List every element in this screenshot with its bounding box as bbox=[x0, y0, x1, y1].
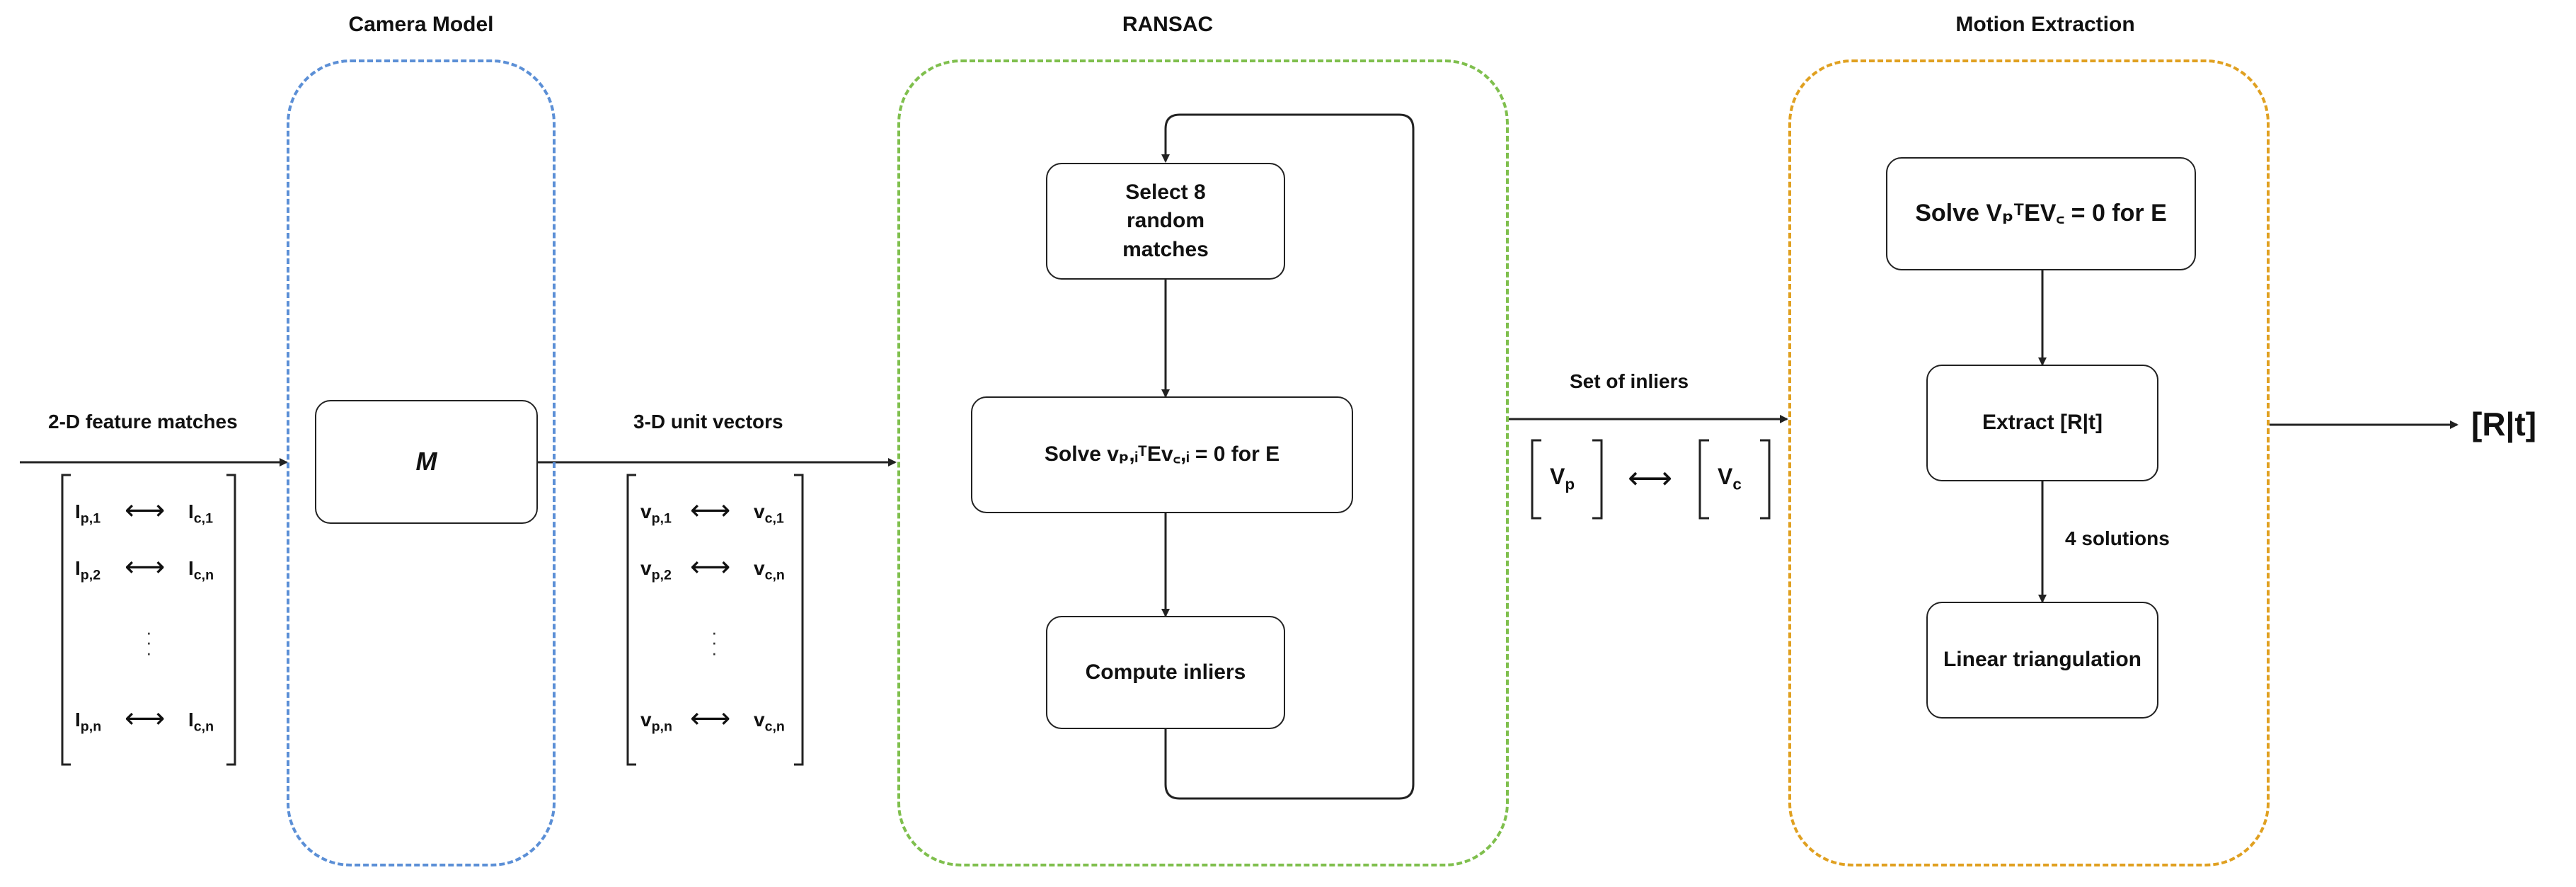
double-arrow-icon: ⟷ bbox=[690, 495, 731, 526]
select-matches-label: Select 8 random matches bbox=[1122, 180, 1209, 261]
matrix-row: vp,1 ⟷ vc,1 bbox=[628, 495, 803, 529]
output-label: [R|t] bbox=[2471, 406, 2537, 442]
compute-inliers-label: Compute inliers bbox=[1085, 660, 1246, 684]
matrix-right-entry: vc,1 bbox=[754, 500, 784, 527]
inlier-right-bracket-open bbox=[1698, 439, 1709, 520]
ransac-solve-box: Solve vₚ,ᵢᵀEv꜀,ᵢ = 0 for E bbox=[971, 396, 1353, 513]
matrix-row: vp,n ⟷ vc,n bbox=[628, 703, 803, 737]
double-arrow-icon: ⟷ bbox=[125, 495, 166, 526]
matrix-row: Ip,n ⟷ Ic,n bbox=[62, 703, 236, 737]
input-label: 2-D feature matches bbox=[48, 411, 238, 433]
camera-model-box: M bbox=[315, 400, 538, 524]
ransac-loop bbox=[1161, 113, 1415, 800]
motion-extraction-title: Motion Extraction bbox=[1955, 13, 2135, 36]
matrix-right-entry: vc,n bbox=[754, 557, 785, 583]
matrix-row: vp,2 ⟷ vc,n bbox=[628, 551, 803, 585]
ransac-solve-label: Solve vₚ,ᵢᵀEv꜀,ᵢ = 0 for E bbox=[1044, 442, 1280, 467]
extract-label: Extract [R|t] bbox=[1982, 411, 2103, 435]
input-matrix: Ip,1 ⟷ Ic,1 Ip,2 ⟷ Ic,n ··· Ip,n ⟷ Ic,n bbox=[62, 475, 236, 765]
input-matrix-right-bracket bbox=[226, 474, 236, 766]
unit-vectors-label: 3-D unit vectors bbox=[633, 411, 783, 433]
double-arrow-icon: ⟷ bbox=[1628, 461, 1673, 496]
triangulation-box: Linear triangulation bbox=[1926, 602, 2158, 719]
matrix-right-entry: Ic,n bbox=[188, 709, 214, 735]
vector-matrix-right-bracket bbox=[794, 474, 804, 766]
motion-extraction-section bbox=[1788, 59, 2270, 866]
triangulation-label: Linear triangulation bbox=[1943, 648, 2142, 672]
matrix-row: Ip,1 ⟷ Ic,1 bbox=[62, 495, 236, 529]
double-arrow-icon: ⟷ bbox=[125, 703, 166, 734]
matrix-right-entry: Ic,1 bbox=[188, 500, 214, 527]
solutions-label: 4 solutions bbox=[2065, 527, 2170, 549]
matrix-left-entry: Ip,1 bbox=[75, 500, 101, 527]
matrix-left-entry: vp,1 bbox=[640, 500, 672, 527]
camera-model-section bbox=[287, 59, 556, 866]
matrix-left-entry: Ip,2 bbox=[75, 557, 101, 583]
compute-inliers-box: Compute inliers bbox=[1046, 616, 1285, 729]
double-arrow-icon: ⟷ bbox=[125, 551, 166, 583]
motion-solve-box: Solve VₚᵀEV꜀ = 0 for E bbox=[1886, 157, 2196, 270]
inliers-label: Set of inliers bbox=[1570, 370, 1689, 392]
inlier-left-bracket-close bbox=[1592, 439, 1603, 520]
camera-model-label: M bbox=[415, 447, 437, 476]
matrix-left-entry: vp,n bbox=[640, 709, 672, 735]
matrix-left-entry: vp,2 bbox=[640, 557, 672, 583]
input-matrix-left-bracket bbox=[61, 474, 71, 766]
vertical-ellipsis-icon: ··· bbox=[711, 622, 718, 663]
matrix-left-entry: Ip,n bbox=[75, 709, 102, 735]
inlier-left-vector: Vp bbox=[1550, 464, 1575, 493]
camera-model-title: Camera Model bbox=[348, 13, 494, 36]
ransac-title: RANSAC bbox=[1122, 13, 1214, 36]
matrix-right-entry: Ic,n bbox=[188, 557, 214, 583]
vertical-ellipsis-icon: ··· bbox=[146, 622, 152, 663]
select-matches-box: Select 8 random matches bbox=[1046, 163, 1285, 280]
motion-solve-label: Solve VₚᵀEV꜀ = 0 for E bbox=[1915, 200, 2167, 227]
matrix-right-entry: vc,n bbox=[754, 709, 785, 735]
inlier-left-bracket-open bbox=[1531, 439, 1541, 520]
vector-matrix-left-bracket bbox=[626, 474, 636, 766]
extract-box: Extract [R|t] bbox=[1926, 365, 2158, 481]
double-arrow-icon: ⟷ bbox=[690, 551, 731, 583]
ransac-section bbox=[897, 59, 1509, 866]
double-arrow-icon: ⟷ bbox=[690, 703, 731, 734]
inlier-right-vector: Vc bbox=[1718, 464, 1742, 493]
matrix-row: Ip,2 ⟷ Ic,n bbox=[62, 551, 236, 585]
inlier-right-bracket-close bbox=[1760, 439, 1771, 520]
vector-matrix: vp,1 ⟷ vc,1 vp,2 ⟷ vc,n ··· vp,n ⟷ vc,n bbox=[628, 475, 803, 765]
